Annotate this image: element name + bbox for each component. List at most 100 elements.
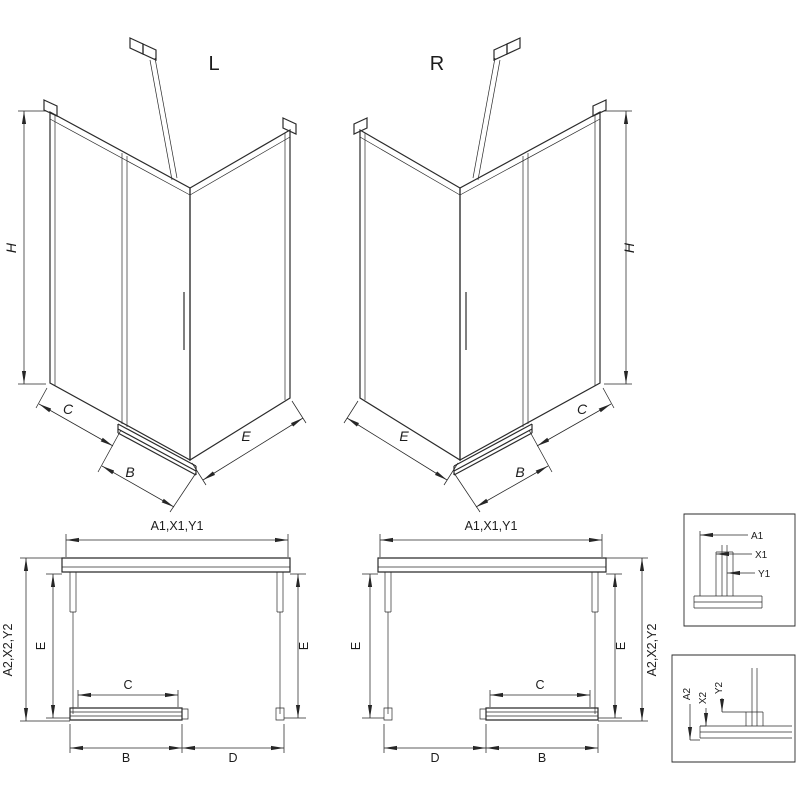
iso-left-dimensions: H C B E	[3, 110, 307, 513]
dim-label-b: B	[538, 751, 546, 765]
iso-right-dimensions: H C B E	[343, 110, 637, 513]
dim-line-b	[101, 465, 175, 508]
bottom-rail	[117, 423, 197, 476]
dim-label-c: C	[535, 678, 544, 692]
dim-line-e	[346, 417, 448, 481]
dim-extension	[453, 472, 481, 513]
wall-bracket-icon	[506, 37, 521, 55]
wall-bracket-icon	[493, 43, 508, 61]
dim-label-x1: X1	[755, 550, 768, 561]
sliding-door-inner-lines	[70, 711, 182, 717]
side-profile-left	[384, 572, 392, 613]
dim-label-y1: Y1	[758, 569, 771, 580]
top-rail-line	[49, 118, 191, 196]
profile-channel	[715, 551, 734, 596]
dim-label-a2x2y2: A2,X2,Y2	[645, 624, 659, 677]
dim-label-a1x1y1: A1,X1,Y1	[465, 519, 518, 533]
floor-strip-section	[699, 725, 792, 739]
support-bar	[149, 57, 178, 181]
dim-extension	[20, 557, 70, 722]
iso-view-right: R H C B	[343, 37, 637, 513]
glass-side-panel-outline	[189, 128, 291, 462]
dim-label-c: C	[63, 401, 74, 417]
dim-line-c	[38, 403, 114, 447]
iso-left-geometry	[43, 37, 297, 476]
detail-view-top: A1 X1 Y1	[683, 513, 796, 627]
side-profile-right	[276, 572, 284, 613]
top-rail-line	[359, 136, 461, 196]
dim-label-b: B	[515, 464, 524, 480]
dim-extension	[46, 573, 70, 719]
dim-extension	[35, 387, 122, 473]
wall-bracket-icon	[592, 99, 607, 117]
dim-label-e: E	[399, 428, 409, 444]
side-profile-left	[69, 572, 77, 613]
dim-extension	[383, 724, 599, 753]
profile-channel	[745, 711, 764, 726]
sliding-door-plan	[69, 707, 183, 721]
dim-label-d: D	[430, 751, 439, 765]
dim-label-e-left: E	[34, 642, 48, 650]
wall-profile-band	[61, 557, 291, 573]
dim-extension	[18, 110, 46, 385]
dim-extension	[191, 400, 307, 486]
dim-label-e-right: E	[297, 642, 311, 650]
dim-label-d: D	[228, 751, 237, 765]
dim-extension	[69, 724, 285, 753]
dim-label-a2: A2	[682, 687, 693, 700]
door-seam-lines	[522, 153, 529, 427]
glass-panel-plan-lines	[72, 612, 281, 714]
detail-top-geometry	[693, 545, 763, 609]
door-seam-lines	[121, 153, 128, 427]
plan-view-left: A1,X1,Y1 E E A2,X2,Y2 C B D	[1, 519, 311, 765]
dim-label-e-right: E	[614, 642, 628, 650]
support-bar	[472, 57, 501, 181]
top-rail-line	[459, 118, 601, 196]
dim-label-x2: X2	[698, 691, 709, 704]
plan-right-dimensions: A1,X1,Y1 E E A2,X2,Y2 C D B	[349, 519, 659, 765]
glass-section	[751, 668, 758, 726]
panel-end-block	[275, 707, 285, 721]
detail-top-dimensions: A1 X1 Y1	[699, 531, 771, 596]
wall-bracket-icon	[282, 117, 297, 135]
sliding-door-plan	[485, 707, 599, 721]
dim-label-e-left: E	[349, 642, 363, 650]
wall-strip-section	[693, 595, 763, 609]
wall-bracket-icon	[142, 43, 157, 61]
dim-label-a1x1y1: A1,X1,Y1	[151, 519, 204, 533]
wall-bracket-icon	[353, 117, 368, 135]
dim-extension	[379, 534, 603, 557]
plan-view-right: A1,X1,Y1 E E A2,X2,Y2 C D B	[349, 519, 659, 765]
detail-view-bottom: A2 X2 Y2	[671, 654, 796, 763]
glass-panel-plan-lines	[387, 612, 596, 714]
dim-label-c: C	[123, 678, 132, 692]
plan-right-geometry	[377, 557, 607, 721]
plan-left-geometry	[61, 557, 291, 721]
detail-frame	[671, 654, 796, 763]
detail-bottom-geometry	[699, 668, 792, 739]
view-label-right: R	[430, 53, 444, 75]
dim-line-b	[475, 465, 549, 508]
detail-frame	[683, 513, 796, 627]
dim-label-y2: Y2	[714, 681, 725, 694]
dim-extension	[598, 557, 648, 722]
dim-extension	[489, 690, 591, 707]
view-label-left: L	[208, 53, 219, 75]
glass-side-panel-outline	[359, 128, 461, 462]
iso-right-geometry	[353, 37, 607, 476]
dim-label-c: C	[577, 401, 588, 417]
bottom-rail	[453, 423, 533, 476]
dim-extension	[65, 534, 289, 557]
dim-extension	[690, 711, 746, 741]
dim-extension	[77, 690, 179, 707]
dim-label-h: H	[3, 242, 19, 253]
panel-end-block	[383, 707, 393, 721]
dim-line-e	[202, 417, 304, 481]
dim-label-a2x2y2: A2,X2,Y2	[1, 624, 15, 677]
dim-extension	[343, 400, 459, 486]
dim-extension	[528, 387, 615, 473]
dim-extension	[362, 573, 384, 719]
dim-label-b: B	[122, 751, 130, 765]
wall-bracket-icon	[43, 99, 58, 117]
iso-view-left: L H C B	[3, 37, 307, 513]
